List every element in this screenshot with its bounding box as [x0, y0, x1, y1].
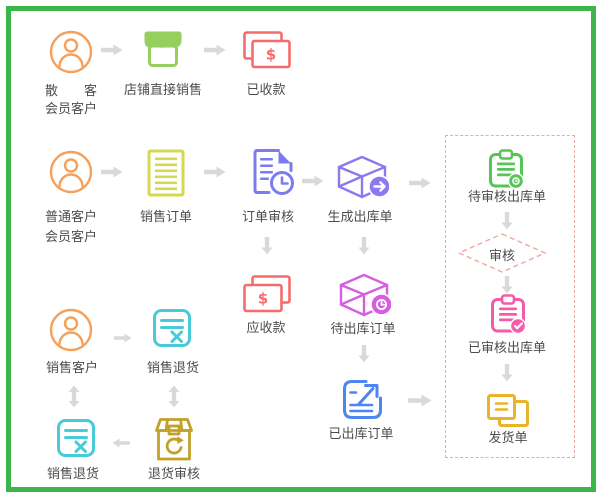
arrow-right-icon: [408, 394, 432, 407]
sales-return-confirm-label: 销售退货: [46, 467, 99, 482]
arrow-left-icon: [112, 438, 130, 448]
arrow-right-icon: [409, 177, 431, 189]
reviewed-outbound-label: 已审核出库单: [467, 341, 546, 356]
arrow-right-icon: [302, 175, 324, 187]
person-icon: [49, 150, 93, 194]
arrow-right-icon: [101, 44, 123, 56]
clipboard-check-icon: [491, 294, 526, 334]
arrow-down-icon: [501, 276, 513, 294]
arrow-updown-icon: [68, 385, 80, 408]
arrow-right-icon: [114, 333, 132, 343]
document-clock-icon: [253, 149, 294, 195]
review-decision-label: 审核: [488, 249, 515, 264]
green-border-frame: [6, 6, 596, 492]
pending-review-outbound-label: 待审核出库单: [467, 190, 546, 205]
outbound-done-label: 已出库订单: [328, 427, 394, 442]
arrow-right-icon: [204, 44, 226, 56]
banknote-icon: $: [243, 275, 291, 313]
order-review-label: 订单审核: [241, 210, 294, 225]
shipping-order-label: 发货单: [488, 431, 528, 446]
banknote-icon: $: [243, 31, 291, 69]
cube-clock-icon: [339, 273, 391, 317]
decision-diamond: [457, 233, 547, 273]
document-export-icon: [343, 380, 382, 419]
shop-direct-sale-label: 店铺直接销售: [123, 83, 202, 98]
arrow-right-icon: [204, 166, 226, 178]
review-stage-dashed-region: [445, 135, 575, 458]
sales-return-request-label: 销售退货: [146, 361, 199, 376]
arrow-down-icon: [358, 237, 370, 255]
document-x-icon: [57, 419, 95, 457]
pending-outbound-label: 待出库订单: [330, 322, 396, 337]
arrow-right-icon: [101, 166, 123, 178]
arrow-down-icon: [261, 237, 273, 255]
sales-customer-label: 销售客户: [45, 361, 98, 376]
cube-arrow-icon: [337, 155, 389, 199]
document-lines-icon: [147, 149, 185, 197]
clipboard-clock-icon: [489, 149, 524, 189]
return-review-label: 退货审核: [147, 467, 200, 482]
document-x-icon: [153, 309, 191, 347]
arrow-down-icon: [358, 345, 370, 363]
carton-return-icon: [155, 418, 193, 461]
person-icon: [49, 308, 93, 352]
generate-outbound-label: 生成出库单: [327, 210, 393, 225]
dollar-glyph: $: [258, 290, 268, 308]
documents-stack-icon: [487, 394, 529, 427]
dollar-glyph: $: [266, 46, 276, 64]
person-icon: [49, 30, 93, 74]
storefront-icon: [144, 31, 182, 67]
received-payment-label: 已收款: [246, 83, 286, 98]
arrow-down-icon: [501, 364, 513, 382]
walkin-customer-label: 散 客 会员客户: [44, 84, 97, 117]
sales-order-label: 销售订单: [139, 210, 192, 225]
regular-customer-label: 普通客户 会员客户: [44, 210, 97, 245]
arrow-down-icon: [501, 212, 513, 230]
receivable-label: 应收款: [246, 321, 286, 336]
arrow-updown-icon: [168, 385, 180, 408]
